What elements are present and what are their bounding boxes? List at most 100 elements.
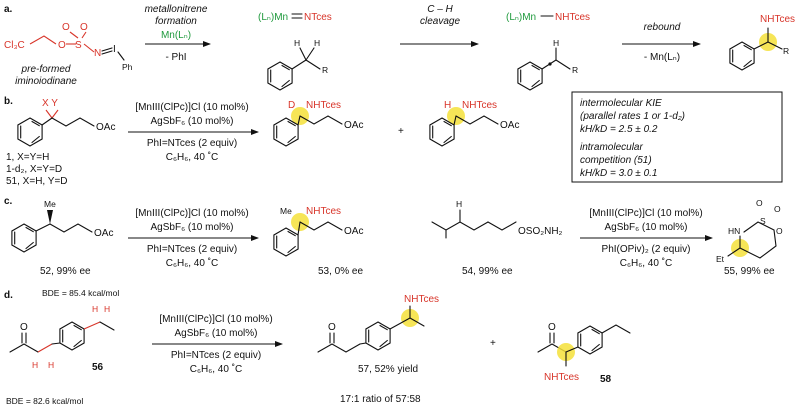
svg-text:C – H: C – H (427, 4, 453, 15)
svg-text:Me: Me (44, 199, 56, 209)
svg-text:NHTces: NHTces (306, 100, 341, 111)
svg-text:OSO₂NH₂: OSO₂NH₂ (518, 226, 563, 237)
svg-text:R: R (572, 65, 578, 75)
svg-text:c.: c. (4, 196, 13, 207)
svg-text:OAc: OAc (344, 120, 363, 131)
kie-box: intermolecular KIE (parallel rates 1 or … (571, 91, 783, 183)
metallonitrene-structure: (Lₙ)Mn NTces H H R (258, 12, 332, 91)
arrow-metallonitrene-formation: metallonitrene formation Mn(Lₙ) - PhI (145, 4, 211, 63)
svg-text:NHTces: NHTces (306, 206, 341, 217)
svg-text:R: R (322, 65, 328, 75)
product-57-structure: O NHTces 57, 52% yield (317, 294, 439, 375)
svg-text:O: O (328, 322, 336, 333)
svg-text:I: I (113, 44, 116, 55)
svg-text:NTces: NTces (304, 12, 332, 23)
panel-a-letter: a. (4, 4, 13, 15)
svg-text:+: + (398, 126, 404, 137)
svg-text:kH/kD = 2.5 ± 0.2: kH/kD = 2.5 ± 0.2 (580, 124, 658, 135)
svg-text:C₆H₆, 40 ˚C: C₆H₆, 40 ˚C (166, 151, 219, 163)
svg-text:O: O (58, 40, 66, 51)
svg-text:C₆H₆, 40 ˚C: C₆H₆, 40 ˚C (620, 257, 673, 269)
substrate-54-structure: H OSO₂NH₂ 54, 99% ee (431, 199, 563, 277)
label-58: 58 (600, 374, 612, 385)
label-54: 54, 99% ee (462, 266, 513, 277)
svg-text:O: O (62, 22, 70, 33)
svg-text:S: S (75, 40, 82, 51)
svg-text:OAc: OAc (344, 226, 363, 237)
svg-text:+: + (490, 338, 496, 349)
svg-text:(Lₙ)Mn: (Lₙ)Mn (506, 12, 536, 23)
svg-text:C₆H₆, 40 ˚C: C₆H₆, 40 ˚C (166, 257, 219, 269)
arrow-d-conditions: [MnIII(ClPc)]Cl (10 mol%) AgSbF₆ (10 mol… (152, 314, 283, 375)
svg-text:PhI=NTces (2 equiv): PhI=NTces (2 equiv) (147, 138, 237, 149)
svg-text:- PhI: - PhI (165, 52, 186, 63)
iminoiodinane-structure: Cl₃C O S O O N I Ph pre-formed iminoiodi… (4, 22, 133, 87)
svg-text:H: H (314, 38, 320, 48)
svg-text:PhI(OPiv)₂ (2 equiv): PhI(OPiv)₂ (2 equiv) (602, 244, 691, 255)
svg-text:R: R (783, 46, 789, 56)
arrow-b-conditions: [MnIII(ClPc)]Cl (10 mol%) AgSbF₆ (10 mol… (128, 102, 259, 163)
svg-text:intramolecular: intramolecular (580, 142, 643, 153)
svg-text:NHTces: NHTces (462, 100, 497, 111)
svg-text:H: H (92, 304, 98, 314)
svg-text:D: D (288, 100, 295, 111)
rebound-product-structure: NHTces R (729, 14, 795, 71)
label-55: 55, 99% ee (724, 266, 775, 277)
svg-text:- Mn(Lₙ): - Mn(Lₙ) (644, 52, 680, 63)
label-52: 52, 99% ee (40, 266, 91, 277)
substrate-52-structure: Me OAc 52, 99% ee (11, 199, 113, 277)
svg-text:N: N (94, 48, 101, 59)
svg-text:rebound: rebound (644, 22, 681, 33)
svg-text:AgSbF₆ (10 mol%): AgSbF₆ (10 mol%) (175, 328, 258, 339)
bde-top: BDE = 85.4 kcal/mol (42, 288, 119, 298)
svg-text:HN: HN (728, 226, 740, 236)
product-55-structure: O O S HN O Et 55, 99% ee (716, 198, 783, 277)
reagent-label-2: iminoiodinane (15, 76, 77, 87)
svg-text:(parallel rates 1 or 1-d₂): (parallel rates 1 or 1-d₂) (580, 111, 685, 122)
label-53: 53, 0% ee (318, 266, 363, 277)
svg-text:OAc: OAc (500, 120, 519, 131)
svg-text:AgSbF₆ (10 mol%): AgSbF₆ (10 mol%) (151, 116, 234, 127)
svg-text:AgSbF₆ (10 mol%): AgSbF₆ (10 mol%) (605, 222, 688, 233)
svg-text:H: H (48, 360, 54, 370)
svg-text:[MnIII(ClPc)]Cl (10 mol%): [MnIII(ClPc)]Cl (10 mol%) (135, 208, 248, 219)
substrate-1-structure: X Y OAc 1, X=Y=H 1-d₂, X=Y=D 51, X=H, Y=… (6, 98, 115, 187)
svg-text:H: H (104, 304, 110, 314)
svg-text:O: O (774, 204, 781, 214)
svg-text:[MnIII(ClPc)]Cl (10 mol%): [MnIII(ClPc)]Cl (10 mol%) (159, 314, 272, 325)
cl3c-label: Cl₃C (4, 40, 25, 51)
svg-text:H: H (456, 199, 462, 209)
label-57: 57, 52% yield (358, 364, 418, 375)
panel-b: b. X Y OAc 1, X=Y=H 1-d₂, X=Y=D 51, X=H,… (4, 91, 783, 187)
arrow-rebound: rebound - Mn(Lₙ) (622, 22, 701, 63)
svg-text:NHTces: NHTces (555, 12, 590, 23)
svg-text:H: H (294, 38, 300, 48)
product-53-structure: NHTces Me OAc 53, 0% ee (273, 206, 363, 277)
panel-a: a. Cl₃C O S O O N I Ph pre-formed iminoi… (4, 4, 795, 91)
svg-text:[MnIII(ClPc)]Cl (10 mol%): [MnIII(ClPc)]Cl (10 mol%) (589, 208, 702, 219)
catalyst-label: Mn(Lₙ) (161, 30, 191, 41)
svg-text:formation: formation (155, 16, 197, 27)
svg-text:b.: b. (4, 96, 13, 107)
svg-text:intermolecular KIE: intermolecular KIE (580, 98, 662, 109)
panel-d: d. BDE = 85.4 kcal/mol O H H H H 56 BDE … (4, 288, 631, 406)
svg-text:NHTces: NHTces (544, 372, 579, 383)
svg-text:AgSbF₆ (10 mol%): AgSbF₆ (10 mol%) (151, 222, 234, 233)
svg-text:O: O (776, 226, 783, 236)
substrate-56-structure: O H H H H 56 (9, 304, 115, 373)
arrow-ch-cleavage: C – H cleavage (400, 4, 479, 47)
svg-text:O: O (80, 22, 88, 33)
svg-text:competition (51): competition (51) (580, 155, 652, 166)
svg-text:kH/kD = 3.0 ± 0.1: kH/kD = 3.0 ± 0.1 (580, 168, 657, 179)
label-56: 56 (92, 362, 104, 373)
ratio-label: 17:1 ratio of 57:58 (340, 394, 421, 405)
reagent-label-1: pre-formed (21, 64, 71, 75)
svg-text:O: O (756, 198, 763, 208)
svg-text:NHTces: NHTces (760, 14, 795, 25)
svg-text:PhI=NTces (2 equiv): PhI=NTces (2 equiv) (147, 244, 237, 255)
svg-text:51, X=H, Y=D: 51, X=H, Y=D (6, 176, 68, 187)
panel-c: c. Me OAc 52, 99% ee [MnIII(ClPc)]Cl (10… (4, 196, 783, 277)
svg-text:S: S (760, 216, 766, 226)
svg-text:Et: Et (716, 254, 725, 264)
